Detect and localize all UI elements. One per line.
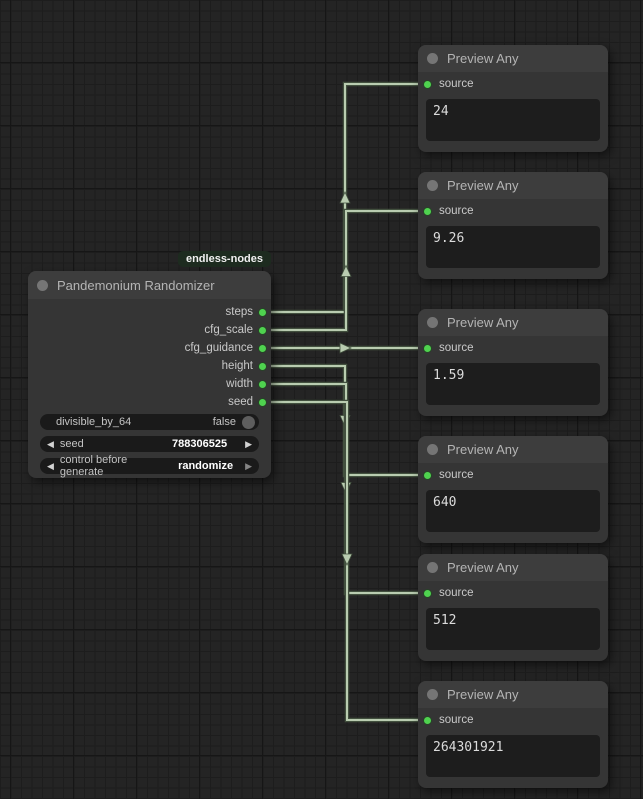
output-label: steps: [225, 306, 254, 318]
input-port[interactable]: [423, 343, 432, 353]
output-row: steps: [28, 303, 271, 321]
input-port[interactable]: [423, 470, 432, 480]
node-title: Pandemonium Randomizer: [57, 277, 215, 293]
node-header[interactable]: Preview Any: [418, 309, 608, 336]
input-row: source: [418, 72, 608, 96]
stepper-left-icon[interactable]: ◀: [47, 438, 54, 449]
node-header[interactable]: Preview Any: [418, 436, 608, 463]
node-header[interactable]: Preview Any: [418, 45, 608, 72]
collapse-dot-icon[interactable]: [427, 562, 438, 573]
preview-text: 512: [426, 608, 600, 650]
node-title: Preview Any: [447, 560, 519, 575]
preview-text: 9.26: [426, 226, 600, 268]
node-title: Preview Any: [447, 51, 519, 66]
divisible-by-64-toggle[interactable]: divisible_by_64 false: [40, 414, 259, 430]
collapse-dot-icon[interactable]: [427, 689, 438, 700]
preview-text: 264301921: [426, 735, 600, 777]
input-label: source: [439, 205, 474, 217]
output-port[interactable]: [258, 325, 267, 335]
output-row: width: [28, 375, 271, 393]
collapse-dot-icon[interactable]: [427, 180, 438, 191]
output-port[interactable]: [258, 397, 267, 407]
output-port[interactable]: [258, 379, 267, 389]
input-label: source: [439, 342, 474, 354]
preview-any-node[interactable]: Preview Any source 24: [418, 45, 608, 152]
input-row: source: [418, 336, 608, 360]
node-header[interactable]: Preview Any: [418, 554, 608, 581]
input-port[interactable]: [423, 588, 432, 598]
output-row: cfg_guidance: [28, 339, 271, 357]
output-row: height: [28, 357, 271, 375]
stepper-right-icon[interactable]: ▶: [245, 460, 252, 471]
input-port[interactable]: [423, 79, 432, 89]
collapse-dot-icon[interactable]: [427, 444, 438, 455]
input-label: source: [439, 78, 474, 90]
seed-label: seed: [59, 438, 84, 450]
seed-stepper[interactable]: ◀ seed 788306525 ▶: [40, 436, 259, 452]
control-value[interactable]: randomize: [178, 460, 234, 472]
node-title: Preview Any: [447, 315, 519, 330]
input-row: source: [418, 581, 608, 605]
preview-any-node[interactable]: Preview Any source 264301921: [418, 681, 608, 788]
stepper-right-icon[interactable]: ▶: [245, 438, 252, 449]
control-before-generate-stepper[interactable]: ◀ control before generate randomize ▶: [40, 454, 259, 478]
input-label: source: [439, 714, 474, 726]
node-header[interactable]: Preview Any: [418, 681, 608, 708]
output-row: seed: [28, 393, 271, 411]
preview-text: 1.59: [426, 363, 600, 405]
input-port[interactable]: [423, 206, 432, 216]
preview-text: 640: [426, 490, 600, 532]
output-label: seed: [228, 396, 253, 408]
collapse-dot-icon[interactable]: [427, 53, 438, 64]
toggle-knob-icon[interactable]: [242, 415, 255, 429]
input-label: source: [439, 469, 474, 481]
output-port[interactable]: [258, 361, 267, 371]
preview-text: 24: [426, 99, 600, 141]
group-badge: endless-nodes: [177, 251, 271, 267]
node-title: Preview Any: [447, 178, 519, 193]
output-slots: steps cfg_scale cfg_guidance height widt…: [28, 303, 271, 411]
seed-value[interactable]: 788306525: [172, 438, 228, 450]
input-port[interactable]: [423, 715, 432, 725]
input-label: source: [439, 587, 474, 599]
preview-any-node[interactable]: Preview Any source 512: [418, 554, 608, 661]
stepper-left-icon[interactable]: ◀: [47, 460, 54, 471]
control-label: control before generate: [59, 454, 128, 478]
input-row: source: [418, 708, 608, 732]
pandemonium-randomizer-node[interactable]: endless-nodes Pandemonium Randomizer ste…: [28, 251, 271, 478]
preview-any-node[interactable]: Preview Any source 9.26: [418, 172, 608, 279]
output-label: width: [226, 378, 253, 390]
output-row: cfg_scale: [28, 321, 271, 339]
output-label: height: [221, 360, 253, 372]
preview-any-node[interactable]: Preview Any source 640: [418, 436, 608, 543]
node-header[interactable]: Preview Any: [418, 172, 608, 199]
toggle-value: false: [212, 416, 236, 428]
node-header[interactable]: Pandemonium Randomizer: [28, 271, 271, 299]
collapse-dot-icon[interactable]: [427, 317, 438, 328]
input-row: source: [418, 463, 608, 487]
node-title: Preview Any: [447, 442, 519, 457]
output-label: cfg_guidance: [184, 342, 253, 354]
preview-any-node[interactable]: Preview Any source 1.59: [418, 309, 608, 416]
collapse-dot-icon[interactable]: [37, 279, 48, 291]
output-label: cfg_scale: [204, 324, 253, 336]
node-title: Preview Any: [447, 687, 519, 702]
toggle-label: divisible_by_64: [56, 416, 132, 428]
input-row: source: [418, 199, 608, 223]
output-port[interactable]: [258, 307, 267, 317]
output-port[interactable]: [258, 343, 267, 353]
widget-list: divisible_by_64 false ◀ seed 788306525 ▶…: [28, 411, 271, 478]
